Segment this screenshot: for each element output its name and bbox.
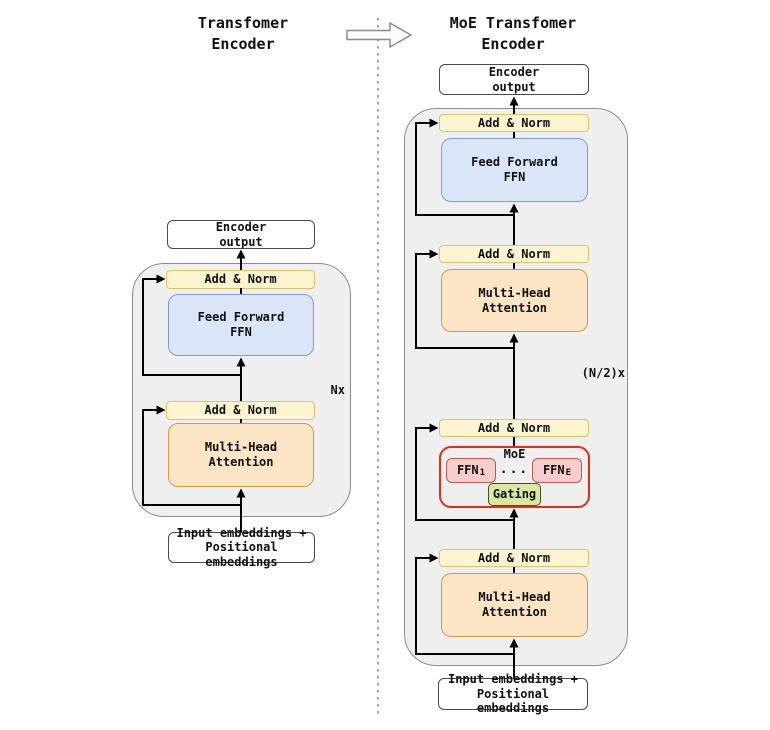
input-line2: Positional embeddings: [205, 540, 278, 569]
feed-forward-line1: Feed Forward: [197, 310, 285, 324]
left-input-embeddings-box: Input embeddings + Positional embeddings: [168, 526, 315, 569]
attention-line2: Attention: [208, 455, 274, 469]
left-add-norm-bottom-box: Add & Norm: [166, 401, 315, 420]
attention-line1: Multi-Head: [478, 285, 551, 300]
attention-line1: Multi-Head: [478, 590, 551, 604]
input-line2: Positional embeddings: [476, 686, 550, 716]
encoder-output-line2: output: [492, 79, 536, 94]
right-add-norm-4-box: Add & Norm: [439, 549, 589, 567]
right-multi-head-attention-bottom-box: Multi-Head Attention: [441, 573, 588, 637]
left-title-line2: Encoder: [211, 35, 275, 53]
expert-base-label: FFN: [542, 463, 565, 477]
right-input-embeddings-box: Input embeddings + Positional embeddings: [438, 672, 588, 715]
encoder-output-line1: Encoder: [215, 220, 267, 234]
feed-forward-line2: FFN: [503, 170, 526, 184]
right-add-norm-3-box: Add & Norm: [439, 419, 589, 437]
gating-box: Gating: [488, 483, 541, 506]
input-line1: Input embeddings +: [176, 525, 307, 540]
attention-line2: Attention: [481, 605, 548, 619]
feed-forward-line2: FFN: [230, 325, 252, 339]
input-line1: Input embeddings +: [447, 672, 579, 687]
left-title-line1: Transfomer: [197, 14, 289, 32]
add-norm-label: Add & Norm: [477, 550, 551, 565]
add-norm-label: Add & Norm: [204, 272, 277, 286]
left-diagram-title: Transfomer Encoder: [133, 13, 353, 55]
transform-arrow-icon: [346, 22, 412, 48]
right-title-line1: MoE Transfomer: [449, 14, 577, 32]
feed-forward-line1: Feed Forward: [471, 155, 558, 169]
right-title-line2: Encoder: [481, 35, 545, 53]
right-add-norm-1-box: Add & Norm: [439, 114, 589, 132]
right-feed-forward-box: Feed Forward FFN: [441, 138, 588, 202]
add-norm-label: Add & Norm: [204, 403, 277, 417]
attention-line2: Attention: [481, 300, 548, 315]
right-encoder-output-box: Encoder output: [439, 64, 589, 95]
attention-line1: Multi-Head: [204, 440, 278, 454]
encoder-output-line1: Encoder: [488, 65, 540, 79]
add-norm-label: Add & Norm: [477, 420, 551, 435]
expert-subscript: E: [565, 468, 572, 478]
gating-label: Gating: [492, 487, 537, 501]
left-add-norm-top-box: Add & Norm: [166, 270, 315, 289]
encoder-output-line2: output: [219, 234, 263, 249]
left-multi-head-attention-box: Multi-Head Attention: [168, 423, 314, 487]
add-norm-label: Add & Norm: [477, 115, 551, 130]
left-repeat-count-label: Nx: [330, 383, 345, 397]
add-norm-label: Add & Norm: [477, 246, 551, 261]
right-multi-head-attention-top-box: Multi-Head Attention: [441, 269, 588, 332]
right-diagram-title: MoE Transfomer Encoder: [403, 13, 623, 55]
right-repeat-count-label: (N/2)x: [581, 366, 625, 380]
left-encoder-output-box: Encoder output: [167, 220, 315, 249]
right-add-norm-2-box: Add & Norm: [439, 245, 589, 263]
left-feed-forward-box: Feed Forward FFN: [168, 294, 314, 356]
